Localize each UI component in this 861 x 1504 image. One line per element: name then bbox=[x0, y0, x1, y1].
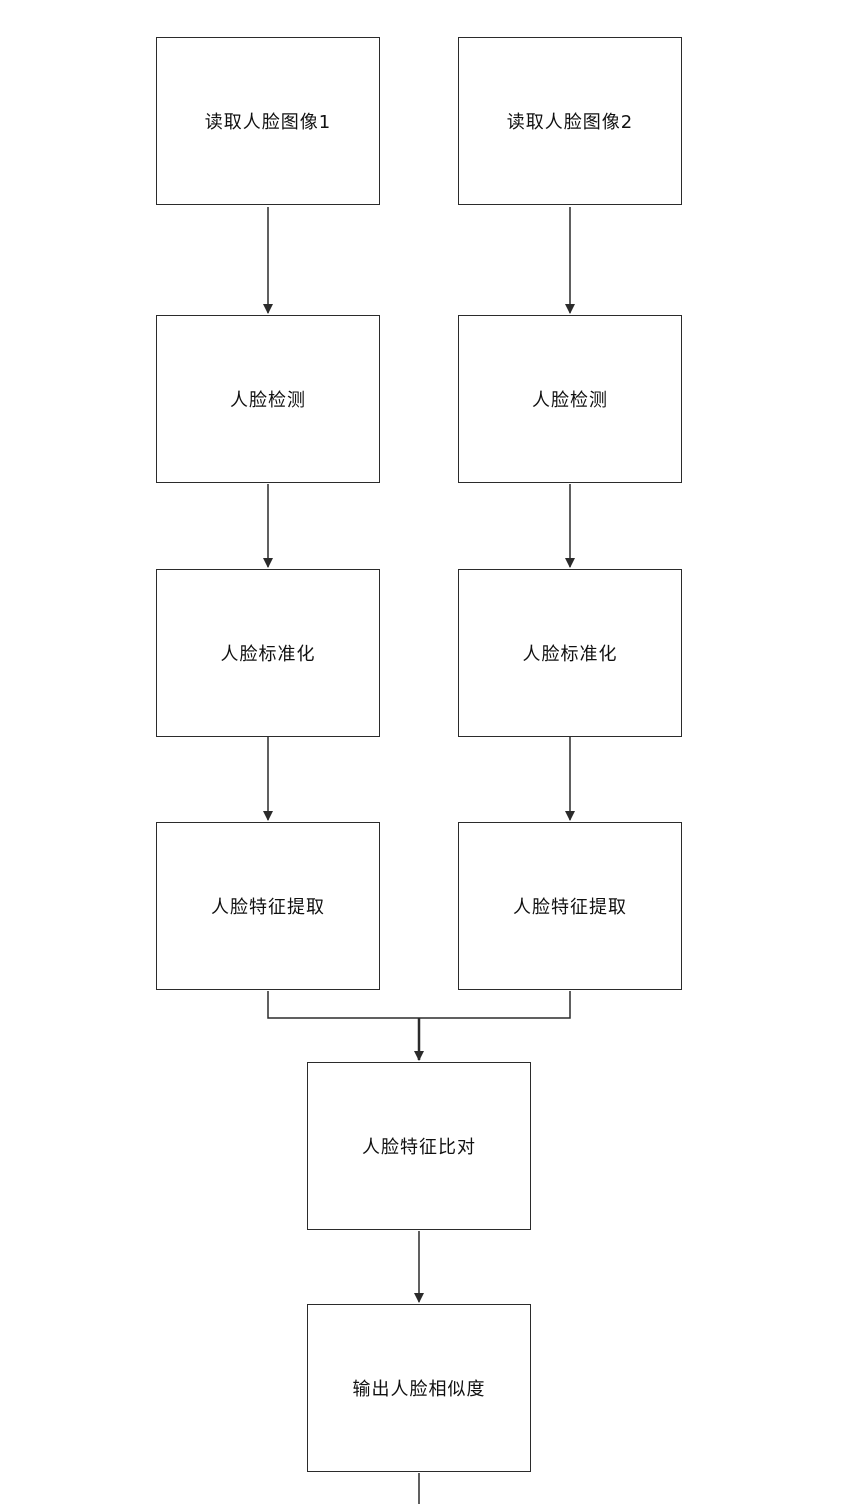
output-label: 输出人脸相似度 bbox=[352, 1379, 486, 1400]
compare-box: 人脸特征比对 bbox=[307, 1062, 531, 1230]
right-normalize-label: 人脸标准化 bbox=[522, 644, 618, 665]
right-detect-label: 人脸检测 bbox=[532, 390, 608, 411]
right-normalize-box: 人脸标准化 bbox=[458, 569, 682, 737]
left-extract-label: 人脸特征提取 bbox=[211, 897, 325, 918]
right-read-image-box: 读取人脸图像2 bbox=[458, 37, 682, 205]
right-extract-box: 人脸特征提取 bbox=[458, 822, 682, 990]
right-extract-label: 人脸特征提取 bbox=[513, 897, 627, 918]
output-box: 输出人脸相似度 bbox=[307, 1304, 531, 1472]
left-detect-box: 人脸检测 bbox=[156, 315, 380, 483]
left-read-image-label: 读取人脸图像1 bbox=[204, 112, 332, 133]
merge-connector bbox=[267, 991, 571, 1019]
right-detect-box: 人脸检测 bbox=[458, 315, 682, 483]
left-extract-box: 人脸特征提取 bbox=[156, 822, 380, 990]
compare-label: 人脸特征比对 bbox=[362, 1137, 476, 1158]
right-read-image-label: 读取人脸图像2 bbox=[506, 112, 634, 133]
left-detect-label: 人脸检测 bbox=[230, 390, 306, 411]
left-read-image-box: 读取人脸图像1 bbox=[156, 37, 380, 205]
left-normalize-label: 人脸标准化 bbox=[220, 644, 316, 665]
left-normalize-box: 人脸标准化 bbox=[156, 569, 380, 737]
